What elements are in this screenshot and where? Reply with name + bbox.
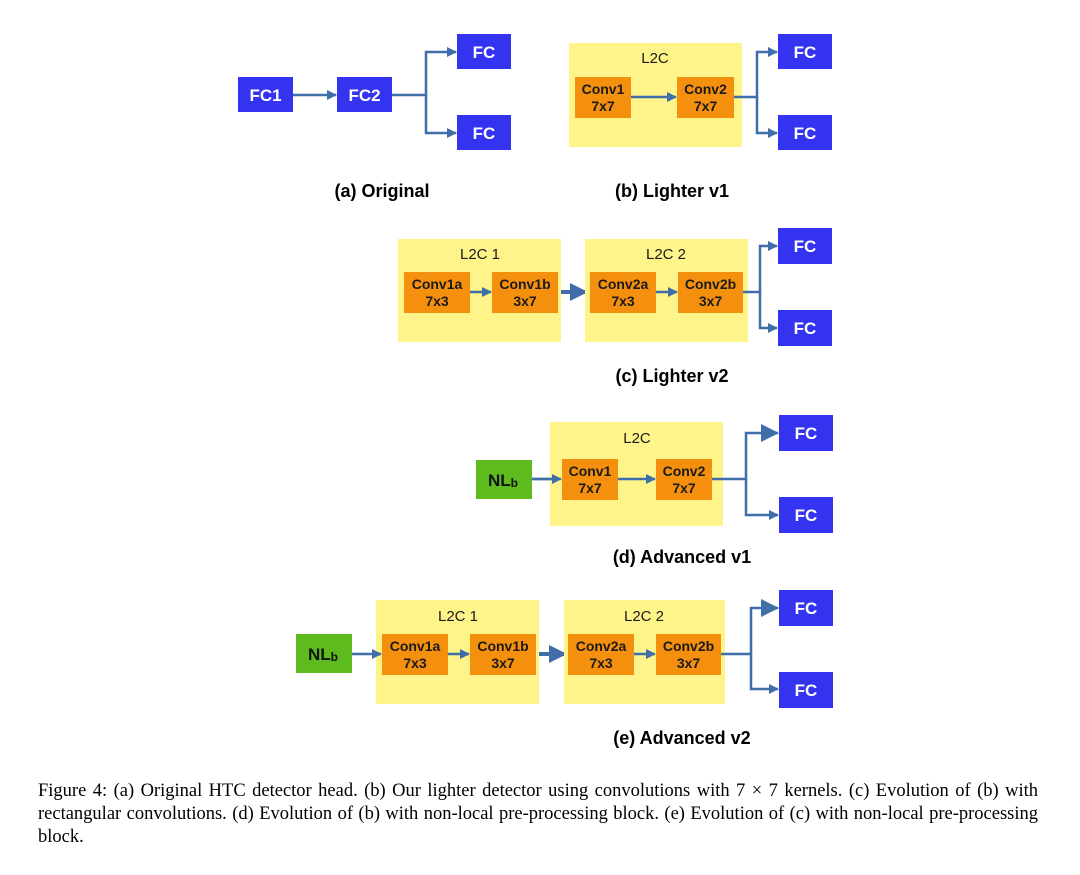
figure-caption: Figure 4: (a) Original HTC detector head… <box>38 781 1038 847</box>
nl-label: NLb <box>308 645 338 664</box>
conv1b-block <box>470 634 536 675</box>
diagram-b: L2C Conv1 7x7 Conv2 7x7 FC FC (b) Lighte… <box>569 34 832 201</box>
conv-kernel: 7x7 <box>694 98 718 114</box>
arrow-to-fc-bottom <box>744 479 779 520</box>
arrow-fc2-fc-bottom <box>424 95 457 138</box>
fc-label: FC <box>794 43 817 62</box>
subfigure-label-b: (b) Lighter v1 <box>615 181 729 201</box>
nl-label-main: NL <box>488 471 511 490</box>
conv-kernel: 3x7 <box>491 655 515 671</box>
fc-block-bottom <box>778 310 832 346</box>
conv1-block <box>575 77 631 118</box>
subfigure-label-e: (e) Advanced v2 <box>613 728 750 748</box>
subfigure-label-a: (a) Original <box>334 181 429 201</box>
arrow-to-fc-top <box>743 241 778 294</box>
fc-label: FC <box>473 43 496 62</box>
fc-block-top <box>778 228 832 264</box>
fc2-block <box>337 77 392 112</box>
fc-label: FC <box>794 319 817 338</box>
l2c2-label: L2C 2 <box>646 246 686 263</box>
conv-kernel: 7x3 <box>425 293 449 309</box>
conv2b-block <box>678 272 743 313</box>
fc1-block <box>238 77 293 112</box>
fc-label: FC <box>795 681 818 700</box>
conv-name: Conv1a <box>412 276 463 292</box>
conv1a-block <box>382 634 448 675</box>
conv-name: Conv1b <box>477 638 528 654</box>
conv-name: Conv2a <box>598 276 649 292</box>
arrow-to-fc-bottom <box>749 654 779 694</box>
conv2-block <box>656 459 712 500</box>
arrow-to-fc-top <box>712 424 779 481</box>
conv-name: Conv2b <box>685 276 736 292</box>
fc-label: FC <box>795 506 818 525</box>
conv-kernel: 7x3 <box>589 655 613 671</box>
conv-name: Conv1a <box>390 638 441 654</box>
subfigure-label-d: (d) Advanced v1 <box>613 547 751 567</box>
l2c2-label: L2C 2 <box>624 608 664 625</box>
arrow-to-fc-bottom <box>755 97 778 138</box>
nl-label-sub: b <box>331 650 338 664</box>
fc-label: FC <box>795 599 818 618</box>
conv-name: Conv1b <box>499 276 550 292</box>
diagram-e: NLb L2C 1 Conv1a 7x3 Conv1b 3x7 L2C 2 Co… <box>296 590 833 748</box>
l2c1-label: L2C 1 <box>460 246 500 263</box>
l2c-label: L2C <box>623 430 651 447</box>
fc-label: FC <box>794 124 817 143</box>
fc-block-top <box>778 34 832 69</box>
conv-kernel: 3x7 <box>677 655 701 671</box>
arrow-to-fc-bottom <box>758 292 778 333</box>
diagram-d: NLb L2C Conv1 7x7 Conv2 7x7 FC FC (d) Ad… <box>476 415 833 567</box>
conv2-block <box>677 77 734 118</box>
conv-name: Conv2b <box>663 638 714 654</box>
arrow-fc2-fc-top <box>392 47 457 97</box>
conv-name: Conv1 <box>569 463 612 479</box>
conv2a-block <box>568 634 634 675</box>
fc-label: FC <box>795 424 818 443</box>
conv-kernel: 7x7 <box>578 480 602 496</box>
nl-label: NLb <box>488 471 518 490</box>
conv1-block <box>562 459 618 500</box>
diagram-c: L2C 1 Conv1a 7x3 Conv1b 3x7 L2C 2 Conv2a… <box>398 228 832 386</box>
fc-block-top <box>457 34 511 69</box>
nl-block <box>296 634 352 673</box>
conv-name: Conv1 <box>582 81 625 97</box>
conv-kernel: 3x7 <box>513 293 537 309</box>
conv-kernel: 7x7 <box>591 98 615 114</box>
l2c-label: L2C <box>641 50 669 67</box>
conv-kernel: 7x3 <box>403 655 427 671</box>
fc-label: FC <box>794 237 817 256</box>
conv-kernel: 7x7 <box>672 480 696 496</box>
fc-block-bottom <box>779 672 833 708</box>
fc-block-bottom <box>778 115 832 150</box>
conv1b-block <box>492 272 558 313</box>
fc-block-bottom <box>779 497 833 533</box>
conv1a-block <box>404 272 470 313</box>
conv-name: Conv2 <box>684 81 727 97</box>
conv2a-block <box>590 272 656 313</box>
fc1-label: FC1 <box>249 86 281 105</box>
fc2-label: FC2 <box>348 86 380 105</box>
l2c1-label: L2C 1 <box>438 608 478 625</box>
conv2b-block <box>656 634 721 675</box>
nl-block <box>476 460 532 499</box>
nl-label-sub: b <box>511 476 518 490</box>
fc-label: FC <box>473 124 496 143</box>
conv-kernel: 7x3 <box>611 293 635 309</box>
arrow-to-fc-top <box>721 599 779 656</box>
fc-block-bottom <box>457 115 511 150</box>
arrow-to-fc-top <box>734 47 778 99</box>
fc-block-top <box>779 415 833 451</box>
conv-kernel: 3x7 <box>699 293 723 309</box>
subfigure-label-c: (c) Lighter v2 <box>615 366 728 386</box>
diagram-a: FC1 FC2 FC FC (a) Original <box>238 34 511 201</box>
conv-name: Conv2 <box>663 463 706 479</box>
fc-block-top <box>779 590 833 626</box>
conv-name: Conv2a <box>576 638 627 654</box>
nl-label-main: NL <box>308 645 331 664</box>
